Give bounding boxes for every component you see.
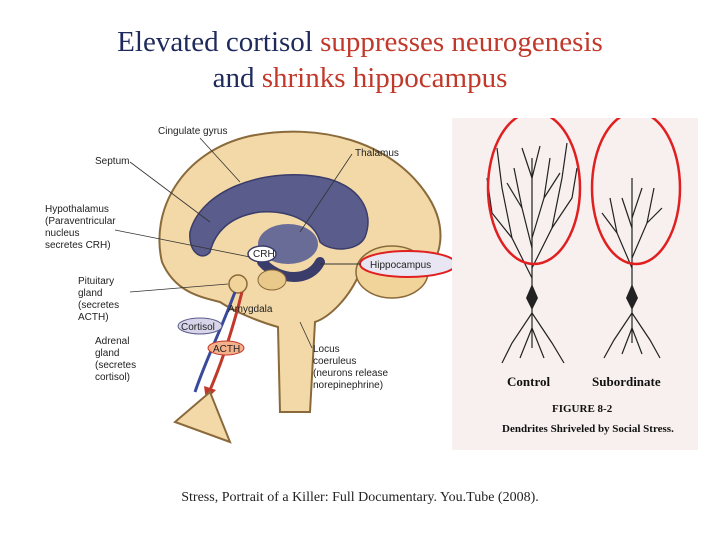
hippocampus-label: Hippocampus <box>370 260 431 271</box>
locus-label-3: (neurons release <box>313 368 388 379</box>
title-part-1b: suppresses neurogenesis <box>320 26 603 58</box>
hypothalamus-label-3: nucleus <box>45 228 79 239</box>
neuron-figure: Control Subordinate FIGURE 8-2 Dendrites… <box>452 118 698 450</box>
figure-number: FIGURE 8-2 <box>552 403 613 415</box>
source-caption: Stress, Portrait of a Killer: Full Docum… <box>0 490 720 506</box>
pituitary-label-4: ACTH) <box>78 312 109 323</box>
title-line-2: and shrinks hippocampus <box>0 60 720 96</box>
locus-label-4: norepinephrine) <box>313 380 383 391</box>
crh-label: CRH <box>253 249 275 260</box>
title-part-1a: Elevated cortisol <box>117 26 320 58</box>
figure-caption: Dendrites Shriveled by Social Stress. <box>502 423 674 435</box>
pituitary-label-1: Pituitary <box>78 276 114 287</box>
amygdala <box>258 270 286 290</box>
septum-label: Septum <box>95 156 129 167</box>
locus-label-1: Locus <box>313 344 340 355</box>
pituitary-label-3: (secretes <box>78 300 119 311</box>
subordinate-label: Subordinate <box>592 374 661 389</box>
adrenal-label-1: Adrenal <box>95 336 129 347</box>
pituitary <box>229 275 247 293</box>
hypothalamus-label-4: secretes CRH) <box>45 240 111 251</box>
acth-label: ACTH <box>213 344 240 355</box>
brain-diagram: CRH Hippocampus Cingulate gyrus Septum T… <box>30 112 460 472</box>
pituitary-label-2: gland <box>78 288 102 299</box>
thalamus-label: Thalamus <box>355 148 399 159</box>
adrenal-label-4: cortisol) <box>95 372 130 383</box>
title-part-2b: shrinks hippocampus <box>262 62 508 94</box>
hypothalamus-label-2: (Paraventricular <box>45 216 116 227</box>
title-part-2a: and <box>213 62 262 94</box>
adrenal-label-3: (secretes <box>95 360 136 371</box>
cingulate-label: Cingulate gyrus <box>158 126 227 137</box>
slide-title: Elevated cortisol suppresses neurogenesi… <box>0 24 720 96</box>
amygdala-label: Amygdala <box>228 304 273 315</box>
hypothalamus-label-1: Hypothalamus <box>45 204 109 215</box>
locus-label-2: coeruleus <box>313 356 356 367</box>
title-line-1: Elevated cortisol suppresses neurogenesi… <box>0 24 720 60</box>
cortisol-label: Cortisol <box>181 322 215 333</box>
control-label: Control <box>507 374 550 389</box>
adrenal-label-2: gland <box>95 348 119 359</box>
adrenal-gland <box>175 392 230 442</box>
